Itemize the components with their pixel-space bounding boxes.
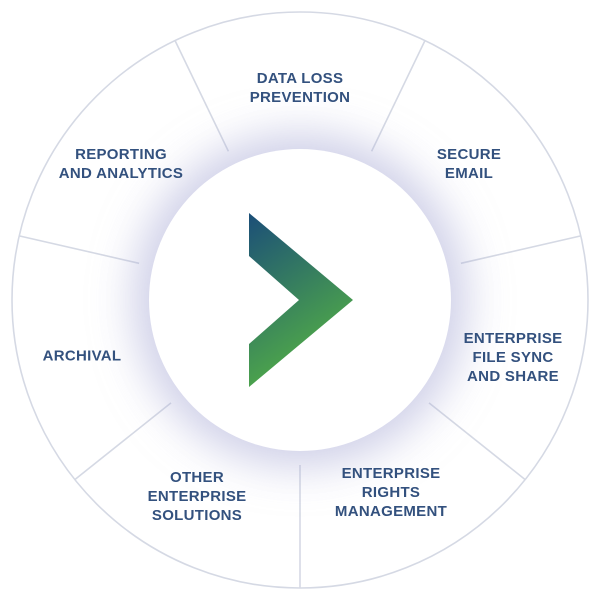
segment-label-data-loss-prevention: DATA LOSS PREVENTION — [249, 69, 351, 106]
segment-label-enterprise-file-sync-share: ENTERPRISE FILE SYNC AND SHARE — [463, 330, 563, 386]
segment-label-secure-email: SECURE EMAIL — [436, 145, 502, 182]
segment-label-reporting-and-analytics: REPORTING AND ANALYTICS — [58, 145, 184, 182]
chevron-right-icon — [249, 213, 353, 387]
segment-label-archival: ARCHIVAL — [42, 347, 122, 365]
segment-label-enterprise-rights-management: ENTERPRISE RIGHTS MANAGEMENT — [334, 465, 448, 521]
segment-label-other-enterprise-solutions: OTHER ENTERPRISE SOLUTIONS — [147, 469, 247, 525]
wheel-spokes — [19, 40, 581, 588]
